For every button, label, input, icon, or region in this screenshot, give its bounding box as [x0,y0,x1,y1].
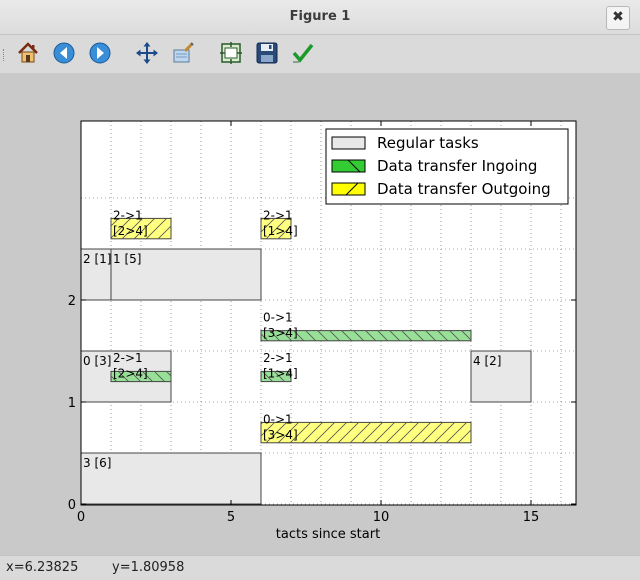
legend-label: Regular tasks [377,134,479,152]
bar-label: 0 [3] [83,354,111,368]
bar-label: [1>4] [263,224,298,238]
legend-swatch-regular [331,136,366,150]
legend-entry: Data transfer Ingoing [331,157,537,175]
task-bar-regular[interactable]: 3 [6] [80,452,262,505]
back-icon [53,42,75,64]
pan-icon [136,42,158,64]
legend-box [325,128,569,205]
zoom-icon [173,42,194,63]
bar-hatch [261,371,291,382]
x-tick-label: 5 [227,510,235,525]
legend-label: Data transfer Ingoing [377,157,537,175]
x-tick-label: 0 [77,510,85,525]
forward-button[interactable] [87,40,113,66]
bar-hatch [111,371,171,382]
cursor-x-readout: x=6.23825 [6,560,79,575]
check-icon [292,43,314,63]
task-bar-outgoing[interactable]: 0->1 [3>4] [260,412,472,444]
x-tick-label: 15 [523,510,540,525]
y-tick-label: 2 [68,294,76,309]
bar-label: [1>4] [263,367,298,381]
bar-label: [3>4] [263,326,298,340]
bar-body[interactable] [80,248,112,301]
gantt-chart[interactable]: 3 [6] 0 [3] 4 [2] 2 [1]1 [5] 0->1 [3>4] 2->1 [2… [0,73,640,555]
bar-label: 3 [6] [83,456,111,470]
bar-hatch [261,330,471,341]
task-bar-ingoing[interactable]: 0->1 [3>4] [260,310,472,342]
zoom-button[interactable] [170,40,196,66]
bar-hatch [111,218,171,239]
bar-label: [3>4] [263,428,298,442]
cursor-y-readout: y=1.80958 [112,560,185,575]
edit-parameters-button[interactable] [290,40,316,66]
subplots-button[interactable] [218,40,244,66]
save-button[interactable] [254,40,280,66]
bar-label: 0->1 [263,412,293,426]
window-title: Figure 1 [289,9,351,24]
legend-hatch [345,182,359,196]
legend-hatch [347,159,361,173]
legend-entry: Data transfer Outgoing [331,180,551,198]
save-icon [256,42,278,64]
task-bar-regular[interactable]: 1 [5] [110,248,262,301]
bar-label: 2->1 [113,208,143,222]
legend-swatch-outgoing [331,182,366,196]
subplots-icon [220,42,242,64]
bar-body[interactable] [470,350,532,403]
task-bar-outgoing[interactable]: 2->1 [2>4] [110,208,172,240]
bar-label: 2 [1] [83,252,111,266]
toolbar-grip[interactable] [3,49,7,61]
bar-label: [2>4] [113,224,148,238]
close-button[interactable]: ✖ [606,6,630,30]
legend-entry: Regular tasks [331,134,479,152]
forward-icon [89,42,111,64]
y-tick-label: 1 [68,396,76,411]
back-button[interactable] [51,40,77,66]
plot-frame [80,120,577,506]
bar-label: 2->1 [263,208,293,222]
bar-body[interactable] [110,248,262,301]
home-button[interactable] [15,40,41,66]
task-bar-ingoing[interactable]: 2->1 [1>4] [260,351,298,383]
toolbar [0,35,640,73]
bar-hatch [261,218,291,239]
bar-label: 2->1 [113,351,143,365]
bar-body[interactable] [80,452,262,505]
bar-label: 4 [2] [473,354,501,368]
x-axis-label: tacts since start [276,527,380,542]
legend-label: Data transfer Outgoing [377,180,551,198]
x-tick-label: 10 [373,510,390,525]
task-bar-outgoing[interactable]: 2->1 [1>4] [260,208,298,240]
task-bar-regular[interactable]: 4 [2] [470,350,532,403]
bar-label: [2>4] [113,367,148,381]
task-bar-ingoing[interactable]: 2->1 [2>4] [110,351,172,383]
home-icon [18,42,38,63]
window-titlebar: Figure 1 ✖ [0,0,640,35]
figure-canvas[interactable]: 3 [6] 0 [3] 4 [2] 2 [1]1 [5] 0->1 [3>4] 2->1 [2… [0,73,640,555]
bar-label: 0->1 [263,310,293,324]
task-bar-regular[interactable]: 2 [1] [80,248,112,301]
legend-swatch-ingoing [331,159,366,173]
bar-hatch [261,422,471,443]
bar-label: 2->1 [263,351,293,365]
bar-label: 1 [5] [113,252,141,266]
status-bar: x=6.23825 y=1.80958 [0,555,640,580]
pan-button[interactable] [134,40,160,66]
y-tick-label: 0 [68,498,76,513]
